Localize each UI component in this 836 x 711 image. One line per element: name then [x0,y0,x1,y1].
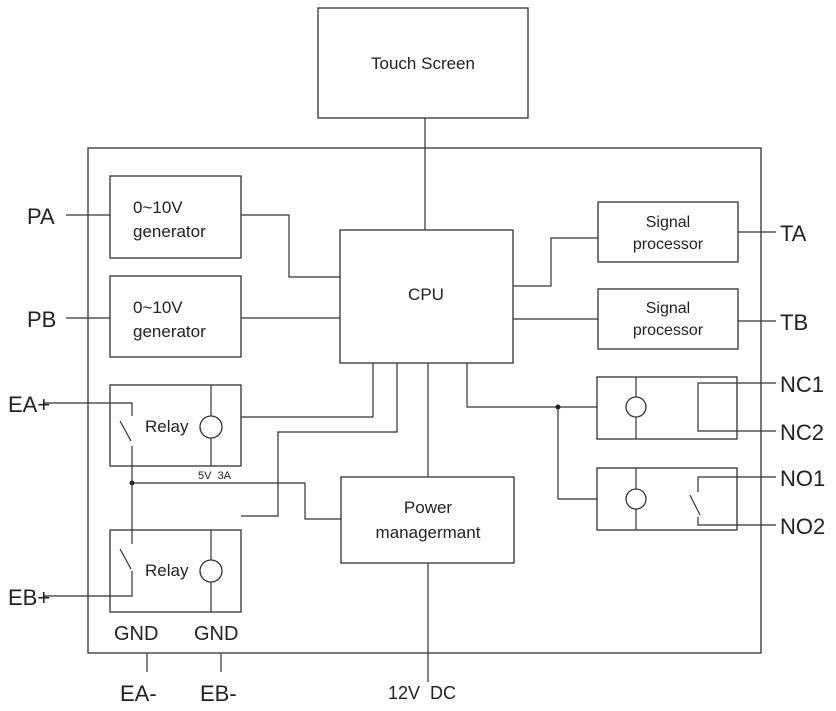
terminal-gnd-b: GND [194,623,238,645]
signal-processor-a-line1: Signal [646,214,690,231]
wire-cpu-relay-nc [466,363,597,408]
generator-a-label: generator [133,222,206,241]
relay-nc-coil-icon [625,396,647,418]
signal-processor-a-line2: processor [633,236,704,253]
terminal-pa: PA [27,204,55,229]
generator-a-block [109,175,242,259]
wire-cpu-signal-a [513,237,598,287]
relay-b-label: Relay [145,561,189,580]
terminal-nc2: NC2 [780,420,824,445]
terminal-gnd-a: GND [114,623,158,645]
relay-rating-label: 5V 3A [198,470,232,482]
generator-b-label: generator [133,322,206,341]
junction-dot-output [555,404,561,410]
relay-nc-contact [697,382,737,432]
relay-no-contact-top [697,476,737,492]
cpu-label: CPU [408,285,444,304]
terminal-ea-minus: EA- [120,681,157,706]
terminal-no2: NO2 [780,514,825,539]
relay-no-coil-icon [625,488,647,510]
touch-screen-block [317,7,529,119]
wire-cpu-relay-b [241,363,398,517]
relay-b-coil-icon [199,559,223,583]
terminal-pb: PB [27,307,56,332]
relay-no-contact-bottom [697,517,737,526]
relay-no-block [596,467,738,531]
power-management-line2: managermant [376,523,481,542]
relay-no-contact-blade [689,494,701,516]
cpu-block [339,229,514,364]
generator-a-range: 0~10V [133,198,183,217]
terminal-no1: NO1 [780,466,825,491]
generator-b-block [109,275,242,358]
relay-a-coil-icon [199,415,223,439]
terminal-power-in: 12V DC [388,683,456,703]
relay-a-contact-blade [119,420,132,442]
terminal-ea-plus: EA+ [8,392,50,417]
power-management-line1: Power [404,498,453,517]
touch-screen-label: Touch Screen [371,54,475,73]
wire-relay-bus-power [132,482,341,520]
wire-cpu-relay-no [557,407,597,500]
relay-b-contact-blade [119,548,132,570]
terminal-ta: TA [780,221,807,246]
signal-processor-b-line1: Signal [646,300,690,317]
signal-processor-b-block [597,288,739,350]
relay-a-contact-top [110,402,133,416]
relay-nc-block [596,376,738,440]
power-management-block [340,476,515,564]
terminal-tb: TB [780,310,808,335]
terminal-eb-plus: EB+ [8,585,50,610]
wire-gen-a-cpu [241,214,340,278]
generator-b-range: 0~10V [133,298,183,317]
relay-b-contact-bottom [110,571,133,597]
signal-processor-b-line2: processor [633,322,704,339]
wire-cpu-relay-a [241,363,374,418]
signal-processor-a-block [597,201,739,263]
terminal-eb-minus: EB- [200,681,237,706]
relay-a-label: Relay [145,417,189,436]
terminal-nc1: NC1 [780,372,824,397]
